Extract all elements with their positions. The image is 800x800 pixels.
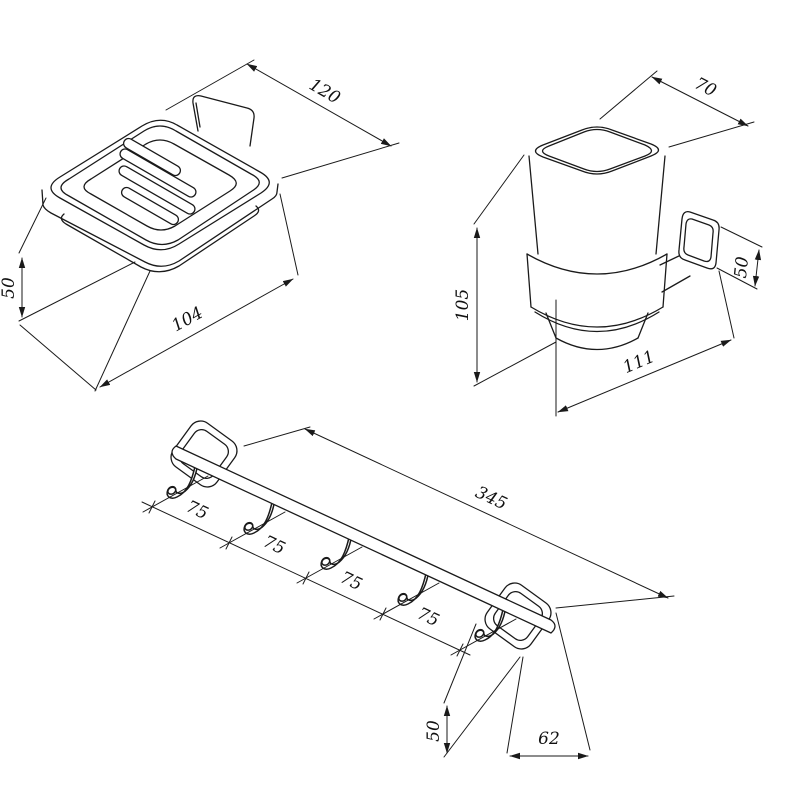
dim-rail-spacing-3: 75 bbox=[337, 568, 365, 595]
tumbler-bracket-arm bbox=[661, 275, 691, 293]
dimension-line-length bbox=[304, 428, 669, 599]
mount-plate-inner bbox=[178, 428, 230, 480]
dim-soap-height: 50 bbox=[0, 277, 19, 299]
dimension-line-top-width bbox=[651, 76, 749, 127]
extension-line bbox=[450, 618, 517, 656]
soap-dish-base bbox=[60, 205, 260, 273]
tumbler-figure bbox=[526, 126, 720, 351]
tumbler-cup-side-left bbox=[528, 155, 539, 255]
tumbler-holder-bottom-thickness bbox=[534, 311, 660, 333]
extension-line bbox=[373, 582, 440, 620]
extension-line bbox=[243, 426, 311, 447]
chain-tick bbox=[302, 571, 310, 585]
dim-rail-spacing-2: 75 bbox=[260, 532, 288, 559]
extension-line bbox=[473, 341, 557, 387]
hook-rail-figure bbox=[165, 420, 556, 650]
soap-dish-drawing: 120 50 104 bbox=[0, 59, 400, 392]
tumbler-cup-side-right bbox=[655, 155, 666, 255]
dim-rail-spacing-1: 75 bbox=[183, 497, 211, 524]
hook bbox=[396, 571, 430, 606]
extension-line bbox=[18, 261, 136, 322]
soap-dish-bracket-edge bbox=[195, 102, 201, 128]
soap-dish-drain-slot bbox=[119, 148, 197, 198]
soap-dish-wall-bracket bbox=[192, 95, 255, 147]
extension-line bbox=[668, 121, 755, 148]
hook bbox=[319, 535, 353, 570]
extension-line bbox=[281, 142, 400, 179]
dimension-line-depth bbox=[99, 278, 294, 388]
tumbler-holder-side-left bbox=[526, 253, 532, 308]
dim-rail-plate-height: 50 bbox=[424, 720, 444, 742]
tumbler-cup-rim-inner bbox=[541, 128, 653, 173]
hook bbox=[242, 500, 276, 535]
extension-line bbox=[296, 546, 363, 584]
tumbler-cup-bottom-left bbox=[545, 312, 557, 339]
tumbler-wall-plate bbox=[678, 211, 720, 270]
tumbler-cup-bottom-edge bbox=[555, 337, 639, 351]
extension-line bbox=[555, 612, 591, 751]
extension-line bbox=[599, 70, 658, 120]
soap-dish-drain-slot bbox=[118, 165, 196, 215]
soap-dish-thickness-edge bbox=[41, 183, 279, 267]
dimension-line-depth bbox=[557, 339, 732, 413]
dimension-line-bracket-height bbox=[752, 249, 762, 287]
soap-dish-recess bbox=[83, 139, 237, 231]
soap-dish-drain-slot bbox=[122, 137, 182, 177]
extension-line bbox=[165, 59, 255, 111]
extension-line bbox=[142, 475, 209, 513]
dim-soap-width: 120 bbox=[305, 75, 343, 109]
chain-tick bbox=[379, 607, 387, 621]
soap-dish-figure bbox=[41, 95, 279, 273]
extension-line bbox=[555, 595, 675, 609]
dim-rail-spacing-4: 75 bbox=[414, 604, 442, 631]
soap-dish-plate-rim bbox=[60, 125, 260, 246]
dim-tumbler-top-width: 70 bbox=[691, 74, 720, 102]
chain-tick bbox=[225, 536, 233, 550]
extension-line bbox=[473, 154, 525, 225]
extension-line bbox=[279, 193, 299, 276]
dimension-line-width bbox=[246, 63, 392, 147]
hook-rail-drawing: 345 75 75 75 75 50 62 bbox=[141, 420, 675, 760]
extension-line bbox=[443, 656, 521, 758]
extension-line bbox=[19, 324, 97, 391]
dim-rail-plate-width: 62 bbox=[538, 729, 560, 749]
extension-line bbox=[94, 270, 151, 392]
chain-tick bbox=[148, 500, 156, 514]
extension-line bbox=[506, 656, 524, 754]
soap-dish-drain-slot bbox=[120, 186, 180, 226]
tumbler-cup-bottom-right bbox=[637, 312, 649, 339]
extension-line bbox=[219, 511, 286, 549]
tumbler-holder-top-edge bbox=[526, 253, 668, 275]
tumbler-drawing: 70 105 50 111 bbox=[453, 70, 763, 417]
chain-tick bbox=[456, 643, 464, 657]
extension-line bbox=[18, 197, 47, 254]
dim-soap-depth: 104 bbox=[169, 303, 207, 336]
dim-tumbler-height: 105 bbox=[453, 289, 473, 321]
dim-tumbler-bracket-height: 50 bbox=[731, 255, 753, 279]
extension-line bbox=[718, 270, 735, 339]
tumbler-wall-plate-inner bbox=[683, 218, 714, 263]
tumbler-holder-side-right bbox=[662, 253, 668, 308]
extension-line bbox=[720, 226, 763, 248]
extension-line bbox=[716, 267, 758, 290]
extension-line bbox=[443, 623, 477, 704]
tumbler-cup-rim-outer bbox=[534, 126, 660, 175]
